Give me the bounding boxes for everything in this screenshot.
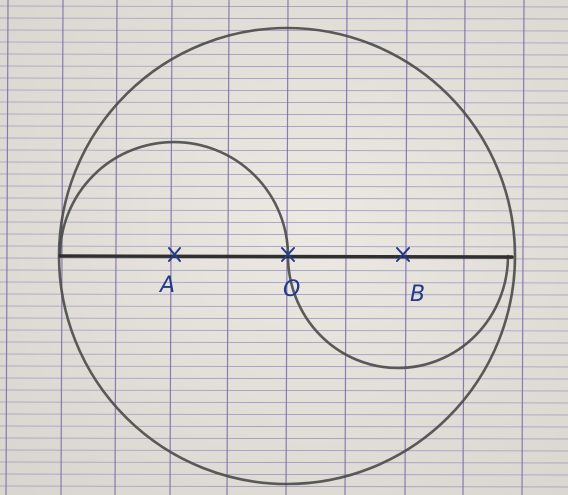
ruled-line: [0, 89, 568, 92]
ruled-line: [0, 233, 568, 236]
ruled-line: [0, 17, 568, 20]
ruled-line: [0, 365, 568, 368]
grid-column-line: [60, 0, 64, 495]
ruled-line: [0, 353, 568, 356]
ruled-line: [0, 5, 568, 8]
ruled-line: [0, 113, 568, 116]
ruled-line: [0, 449, 568, 452]
grid-column-line: [114, 0, 118, 495]
ruled-line: [0, 269, 568, 272]
grid-column-line: [404, 0, 408, 495]
point-o-marker: [281, 247, 295, 262]
ruled-line: [0, 125, 568, 128]
ruled-line: [0, 329, 568, 332]
ruled-line: [0, 65, 568, 68]
ruled-line: [0, 53, 568, 56]
ruled-line: [0, 281, 568, 284]
point-b-label: B: [410, 282, 425, 307]
ruled-line: [0, 461, 568, 464]
ruled-line: [0, 197, 568, 200]
ruled-line: [0, 293, 568, 296]
ruled-line: [0, 341, 568, 344]
point-a-label: A: [158, 273, 175, 298]
ruled-line: [0, 185, 568, 188]
ruled-line: [0, 161, 568, 164]
ruled-line: [0, 137, 568, 140]
grid-column-line: [344, 0, 348, 495]
ruled-line: [0, 29, 568, 32]
semicircle-around-b: [286, 254, 510, 370]
ruled-line: [0, 317, 568, 320]
point-b-marker: [396, 247, 410, 262]
semicircle-around-a: [58, 140, 290, 258]
grid-column-line: [521, 0, 525, 495]
ruled-line: [0, 305, 568, 308]
ruled-line: [0, 41, 568, 44]
ruled-line: [0, 245, 568, 248]
grid-column-line: [462, 0, 466, 495]
point-o-label: O: [283, 277, 300, 302]
grid-column-line: [169, 0, 173, 495]
ruled-line: [0, 101, 568, 104]
ruled-line: [0, 425, 568, 428]
ruled-line: [0, 209, 568, 212]
ruled-line: [0, 389, 568, 392]
ruled-line: [0, 77, 568, 80]
ruled-line: [0, 437, 568, 440]
grid-column-line: [5, 0, 9, 495]
ruled-line: [0, 485, 568, 488]
point-a-marker: [168, 247, 181, 262]
ruled-line: [0, 401, 568, 404]
ruled-line: [0, 413, 568, 416]
grid-column-line: [226, 0, 230, 495]
ruled-line: [0, 149, 568, 152]
ruled-line: [0, 473, 568, 476]
